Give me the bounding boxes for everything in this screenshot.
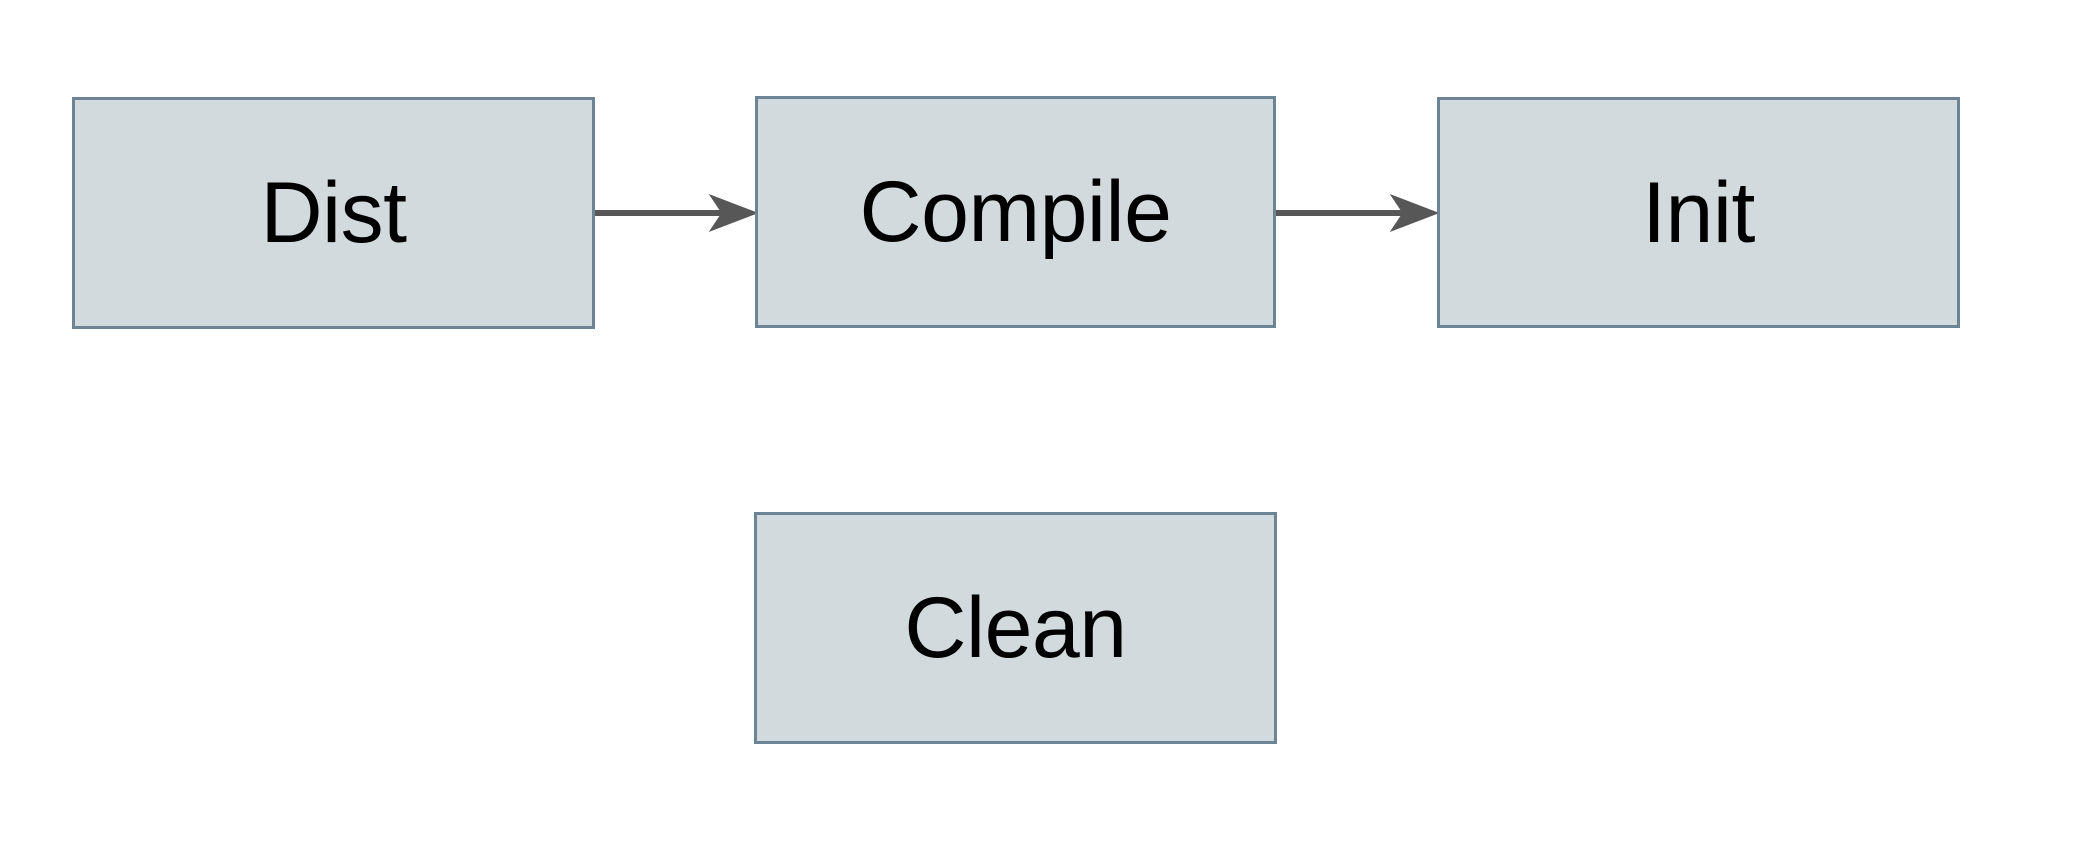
node-init[interactable]: Init [1437, 97, 1960, 328]
edge-dist-to-compile[interactable] [595, 193, 759, 233]
node-dist[interactable]: Dist [72, 97, 595, 329]
node-clean-label: Clean [904, 580, 1127, 676]
node-clean[interactable]: Clean [754, 512, 1277, 744]
node-dist-label: Dist [260, 165, 407, 261]
node-init-label: Init [1642, 164, 1755, 261]
node-compile-label: Compile [859, 164, 1172, 260]
node-compile[interactable]: Compile [755, 96, 1276, 328]
edge-compile-to-init[interactable] [1276, 193, 1440, 233]
